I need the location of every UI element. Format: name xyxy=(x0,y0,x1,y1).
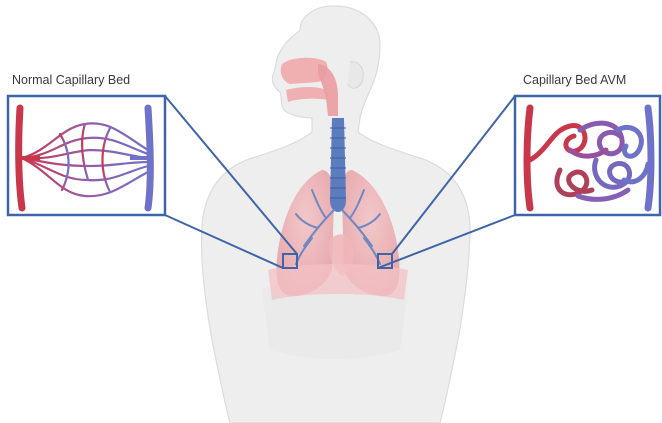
capillary-bed-avm-label: Capillary Bed AVM xyxy=(523,73,626,87)
body-silhouette xyxy=(202,6,470,423)
normal-capillary-bed-label: Normal Capillary Bed xyxy=(12,73,130,87)
human-body xyxy=(202,6,470,423)
avm-vein-trunk xyxy=(648,108,651,208)
avm-capillary-inset xyxy=(515,96,660,215)
ear xyxy=(348,62,363,89)
normal-capillary-inset xyxy=(8,96,165,215)
